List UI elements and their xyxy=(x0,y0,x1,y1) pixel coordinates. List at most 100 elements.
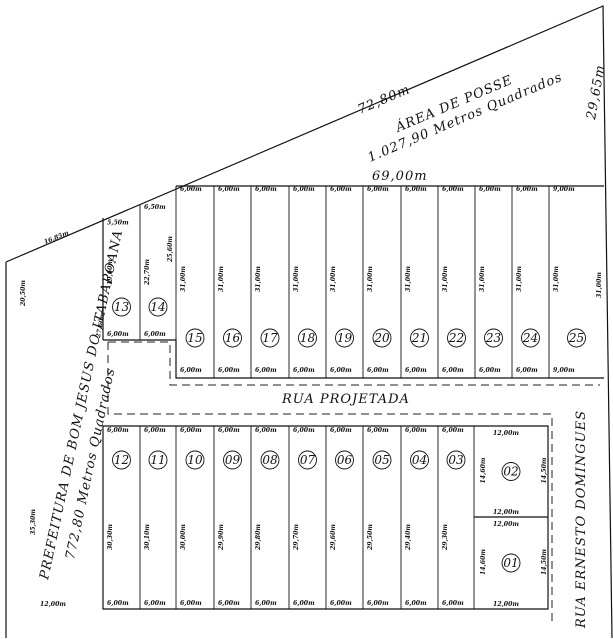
lot-number-circle xyxy=(410,450,429,470)
top-diagonal-dim: 72,80m xyxy=(356,82,413,118)
lot-front-dim: 6,00m xyxy=(293,367,315,374)
lot-number-circle xyxy=(521,328,540,348)
left-diagonal-dim: 16,85m xyxy=(43,229,70,245)
lot-number-circle xyxy=(148,297,168,317)
lot-number: 18 xyxy=(300,331,316,345)
lot-number: 07 xyxy=(300,453,316,467)
lot-depth-dim: 29,80m xyxy=(255,524,262,551)
lot-depth-dim: 31,00m xyxy=(479,266,486,292)
lot-bottom-dim: 6,00m xyxy=(180,600,202,607)
lot-right-dim: 14,50m xyxy=(541,549,548,575)
lot-number-circle xyxy=(372,450,392,470)
lot-number-circle xyxy=(447,328,466,348)
lot-number-circle xyxy=(185,450,205,470)
lot-number-circle xyxy=(298,328,317,348)
lot-number: 10 xyxy=(187,453,203,467)
lot-depth-dim: 31,00m xyxy=(330,266,337,292)
lot-depth-dim: 30,10m xyxy=(144,524,151,550)
lot-number-circle xyxy=(112,450,131,470)
lot-number: 01 xyxy=(503,556,518,570)
lot-number: 17 xyxy=(262,331,278,345)
rua-projetada-label: RUA PROJETADA xyxy=(281,392,410,407)
lot-number-circle xyxy=(372,328,392,348)
lot-number: 15 xyxy=(187,331,202,345)
lot-number-circle xyxy=(112,297,131,317)
bottom-left-dim: 12,00m xyxy=(40,601,66,608)
lot-back-dim: 6,00m xyxy=(405,186,427,193)
rua-projetada-outline xyxy=(107,342,553,622)
lot-number-circle xyxy=(148,450,168,470)
left-upper-dim: 20,50m xyxy=(20,280,27,307)
lot-number-circle xyxy=(260,328,280,348)
lot-number: 20 xyxy=(373,331,390,345)
lot-left-dim: 14,60m xyxy=(480,457,487,483)
lot-left-dim: 14,60m xyxy=(480,549,487,575)
lot-top-dim: 6,00m xyxy=(367,427,389,434)
lot-depth-dim: 31,00m xyxy=(553,266,560,292)
lower-lot-08: 08 6,00m 6,00m 29,80m xyxy=(255,427,280,607)
lot-number: 08 xyxy=(262,453,278,467)
lot-front-dim: 6,00m xyxy=(330,367,352,374)
lower-lots: 126,00m6,00m30,30m116,00m6,00m30,10m106,… xyxy=(107,427,466,607)
lot-bottom-dim: 6,00m xyxy=(255,600,277,607)
upper-lot-dividers xyxy=(139,186,550,378)
lot-front-dim: 9,00m xyxy=(553,367,575,374)
lot-top-dim: 6,00m xyxy=(330,427,352,434)
lot-bottom-dim: 6,00m xyxy=(218,600,240,607)
lot-depth-dim: 31,00m xyxy=(218,266,225,292)
lot-top-dim: 6,00m xyxy=(255,427,277,434)
lot-back-dim: 6,00m xyxy=(218,186,240,193)
lot-back-dim: 6,00m xyxy=(367,186,389,193)
lot-number-circle xyxy=(260,450,280,470)
lot-depth-dim: 29,40m xyxy=(405,524,412,551)
lot-number: 14 xyxy=(150,300,165,314)
top-block-dim: 69,00m xyxy=(372,169,428,184)
lot-top-dim: 12,00m xyxy=(493,430,519,437)
lot-bottom-dim: 12,00m xyxy=(493,509,519,516)
rua-ernesto-label: RUA ERNESTO DOMINGUES xyxy=(574,410,589,629)
lot-front-dim: 6,00m xyxy=(107,331,129,338)
lot-number-circle xyxy=(484,328,503,348)
lot-top-dim: 6,00m xyxy=(180,427,202,434)
lower-block-outline xyxy=(102,425,549,610)
lot-front-dim: 6,00m xyxy=(516,367,538,374)
lot-number: 09 xyxy=(225,453,241,467)
lot-front-dim: 6,00m xyxy=(218,367,240,374)
outer-boundary xyxy=(5,5,613,639)
lot-back-dim: 6,00m xyxy=(516,186,538,193)
lot-bottom-dim: 6,00m xyxy=(293,600,315,607)
lot-number-circle xyxy=(185,328,205,348)
lot-depth-right-dim: 31,00m xyxy=(596,272,603,298)
lot-depth-dim: 19,60m xyxy=(107,259,114,285)
lot-front-dim: 6,00m xyxy=(405,367,427,374)
rua-projetada-outline-inner xyxy=(108,341,600,386)
lot-number: 19 xyxy=(337,331,353,345)
area-posse-size: 1.027,90 Metros Quadrados xyxy=(366,70,565,166)
lot-number: 12 xyxy=(114,453,129,467)
lot-front-dim: 6,00m xyxy=(479,367,501,374)
lot-number: 02 xyxy=(503,465,518,479)
lot-number-circle xyxy=(223,328,242,348)
lot-depth-dim: 31,00m xyxy=(367,266,374,292)
lot-back-dim: 9,00m xyxy=(553,186,575,193)
lot-depth-dim: 29,70m xyxy=(293,524,300,551)
lot-bottom-dim: 6,00m xyxy=(330,600,352,607)
lot-front-dim: 6,00m xyxy=(180,367,202,374)
lot-back-dim: 6,00m xyxy=(180,186,202,193)
lot-top-dim: 6,00m xyxy=(107,427,129,434)
lot-number-circle xyxy=(501,462,521,481)
lot-number: 04 xyxy=(412,453,427,467)
lot-back-dim: 6,00m xyxy=(330,186,352,193)
